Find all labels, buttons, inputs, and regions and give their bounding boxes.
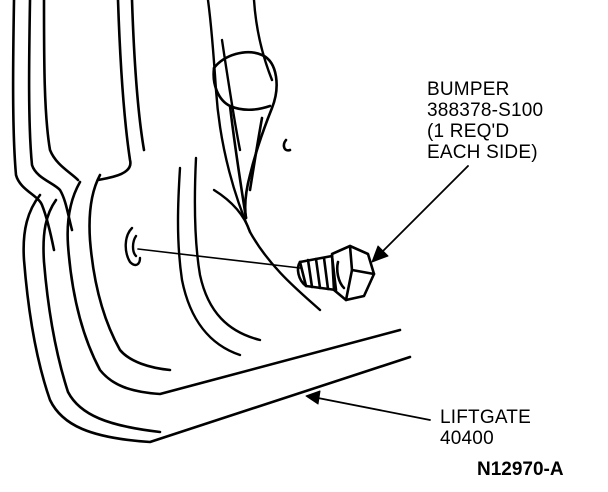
bumper-bolt bbox=[296, 244, 376, 302]
bumper-callout-line: BUMPER bbox=[427, 79, 510, 100]
mounting-hole bbox=[124, 226, 142, 267]
bumper-callout-line: (1 REQ'D bbox=[427, 121, 510, 142]
latch-striker bbox=[212, 50, 292, 220]
install-leader-line bbox=[137, 248, 301, 269]
bumper-callout-line: 388378-S100 bbox=[427, 100, 544, 121]
inner-recess bbox=[176, 0, 322, 357]
liftgate-callout-line: 40400 bbox=[440, 428, 494, 449]
liftgate-callout-label: LIFTGATE 40400 bbox=[440, 407, 531, 449]
liftgate-callout-line: LIFTGATE bbox=[440, 407, 531, 428]
liftgate-callout-arrow bbox=[305, 390, 431, 421]
bumper-callout-arrow bbox=[371, 165, 469, 263]
bumper-callout-label: BUMPER 388378-S100 (1 REQ'D EACH SIDE) bbox=[427, 79, 543, 163]
figure-code: N12970-A bbox=[477, 459, 564, 480]
liftgate-panel bbox=[22, 0, 412, 444]
bumper-callout-line: EACH SIDE) bbox=[427, 142, 538, 163]
